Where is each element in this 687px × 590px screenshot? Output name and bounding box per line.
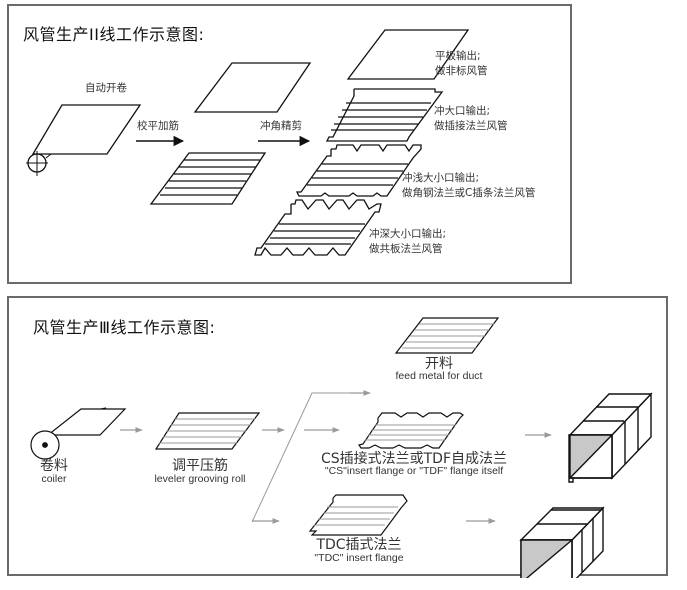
output-2-line2: 做插接法兰风管 [434, 120, 508, 132]
line2-diagram [26, 29, 470, 256]
uncoil-sheet [26, 104, 142, 176]
output-3-line2: 做角钢法兰或C插条法兰风管 [402, 187, 536, 199]
output-1-line1: 平板输出; [435, 50, 481, 62]
line3-diagram [30, 317, 653, 578]
cs-tdf-label-en: "CS"insert flange or "TDF" flange itself [324, 465, 504, 477]
tdc-label-en: "TDC" insert flange [314, 552, 404, 564]
leveled-sheet [154, 412, 261, 450]
branch-lines [251, 390, 552, 524]
step-uncoil-label: 自动开卷 [85, 82, 127, 94]
step-level-bead-label: 校平加筋 [137, 120, 179, 132]
duct-cs-tdf [568, 392, 653, 483]
output-flat-sheet [346, 29, 470, 80]
leveler-label-en: leveler grooving roll [154, 473, 246, 485]
cs-tdf-sheet [358, 412, 464, 449]
output-deep-notch-sheet [254, 199, 382, 256]
duct-tdc [519, 506, 605, 578]
output-shallow-notch-sheet [295, 144, 422, 197]
production-line-3-panel: 风管生产Ⅲ线工作示意图: [7, 296, 668, 578]
output-3-line1: 冲浅大小口输出; [402, 172, 480, 184]
output-4-label: 冲深大小口输出; 做共板法兰风管 [369, 227, 446, 257]
feed-metal-label-en: feed metal for duct [395, 370, 483, 382]
flat-sheet-shape [193, 62, 312, 113]
leveler-label-cn: 调平压筋 [172, 458, 228, 474]
tdc-label-cn: TDC插式法兰 [316, 537, 402, 553]
output-4-line2: 做共板法兰风管 [369, 243, 443, 255]
output-1-line2: 做非标风管 [435, 65, 488, 77]
coiler-roll [30, 407, 127, 460]
line2-title: 风管生产II线工作示意图: [23, 25, 205, 44]
production-line-2-panel: 风管生产II线工作示意图: [7, 4, 572, 284]
tdc-sheet [308, 494, 408, 536]
coiler-label-cn: 卷料 [40, 458, 68, 474]
output-2-label: 冲大口输出; 做插接法兰风管 [434, 104, 508, 134]
ribbed-sheet [149, 152, 267, 205]
output-3-label: 冲浅大小口输出; 做角钢法兰或C插条法兰风管 [402, 171, 535, 201]
coiler-label-en: coiler [41, 473, 67, 485]
uncoil-sheet-shape [31, 104, 142, 155]
line3-title: 风管生产Ⅲ线工作示意图: [33, 318, 216, 337]
output-big-notch-sheet [325, 88, 444, 142]
feed-metal-label-cn: 开料 [425, 356, 453, 372]
step-notch-shear-label: 冲角精剪 [260, 120, 302, 132]
output-2-line1: 冲大口输出; [434, 105, 491, 117]
output-4-line1: 冲深大小口输出; [369, 228, 447, 240]
cs-tdf-label-cn: CS插接式法兰或TDF自成法兰 [320, 451, 508, 467]
output-1-label: 平板输出; 做非标风管 [435, 49, 488, 79]
feed-metal-sheet [394, 317, 500, 354]
